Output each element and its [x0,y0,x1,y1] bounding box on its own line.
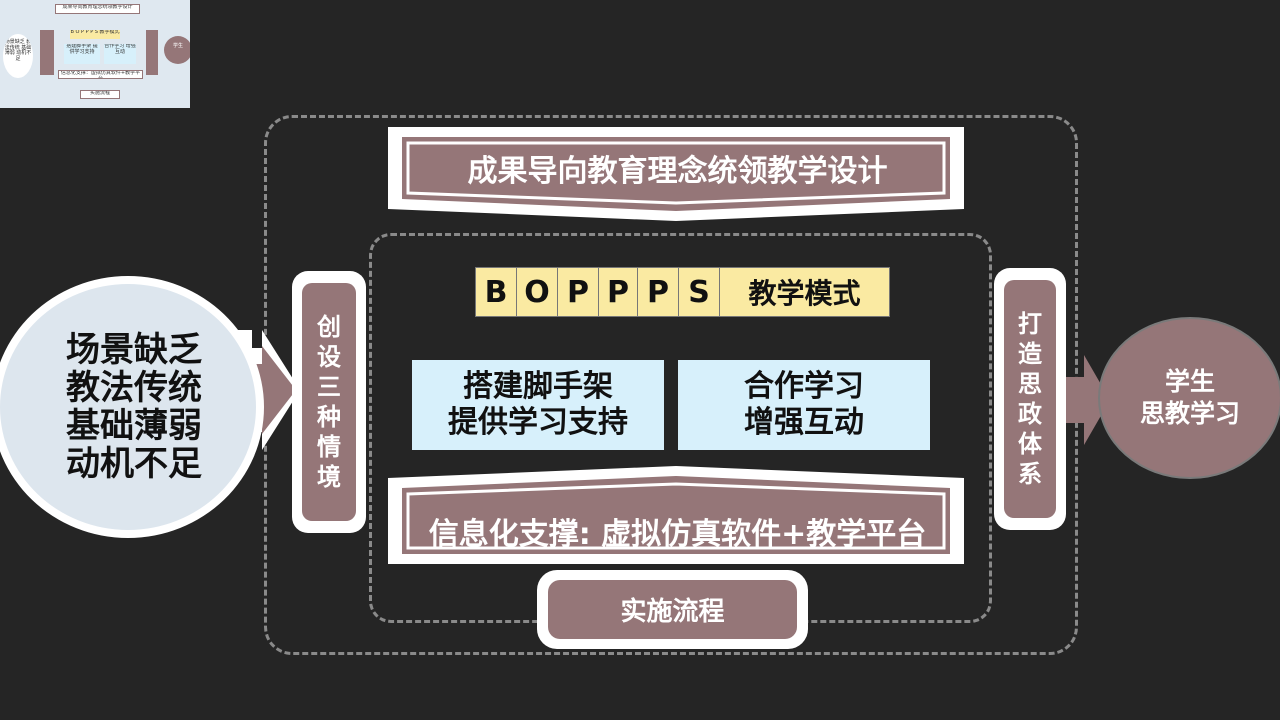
scaffold-line: 搭建脚手架 [463,369,613,404]
thumb-box-left: 搭建脚手架 提供学习支持 [64,44,100,64]
scaffold-box: 搭建脚手架 提供学习支持 [412,360,664,450]
process-label: 实施流程 [548,580,797,639]
thumb-left-pillar [40,30,54,75]
problems-text: 场景缺乏 教法传统 基础薄弱 动机不足 [66,331,202,483]
thumb-title: 成果导向教育理念统领教学设计 [55,4,140,14]
top-banner-title: 成果导向教育理念统领教学设计 [467,154,888,189]
right-pillar: 打造思政体系 [994,268,1066,530]
outcome-line: 学生 [1164,367,1215,396]
bottom-banner-shape [388,466,964,564]
thumb-box-right: 合作学习 增强互动 [104,44,136,64]
right-pillar-text: 打造思政体系 [1018,310,1042,488]
outcome-circle: 学生 思教学习 [1098,317,1280,479]
boppps-letter: O [516,267,558,317]
left-pillar: 创设三种情境 [292,271,366,533]
boppps-letter: S [678,267,720,317]
boppps-label: 教学模式 [719,267,890,317]
boppps-letter: P [637,267,679,317]
slide-thumbnail[interactable]: 成果导向教育理念统领教学设计 场景缺乏 教法传统 基础薄弱 动机不足 B O P… [0,0,190,108]
boppps-letter: P [557,267,599,317]
cooperation-line: 增强互动 [744,405,864,440]
scaffold-line: 提供学习支持 [448,405,628,440]
right-arrow-icon [1058,355,1110,445]
boppps-letter: P [598,267,638,317]
thumb-support: 信息化支撑：虚拟仿真软件+教学平台 [58,70,143,79]
top-banner-shape [388,127,964,221]
problems-circle: 场景缺乏 教法传统 基础薄弱 动机不足 [0,276,264,538]
thumb-left-circle: 场景缺乏 教法传统 基础薄弱 动机不足 [3,34,33,78]
problem-line: 动机不足 [66,444,202,484]
cooperation-line: 合作学习 [744,369,864,404]
thumb-boppps: B O P P P S 教学模式 [70,30,120,39]
problem-line: 基础薄弱 [66,406,202,446]
problem-line: 场景缺乏 [66,330,202,370]
cooperation-box: 合作学习 增强互动 [678,360,930,450]
boppps-letter: B [475,267,517,317]
bottom-banner-title: 信息化支撑: 虚拟仿真软件+教学平台 [428,517,927,552]
thumb-right-circle: 学生 [164,36,190,64]
process-box: 实施流程 [537,570,808,649]
thumb-process: 实施流程 [80,90,120,99]
problem-line: 教法传统 [66,368,202,408]
thumb-right-pillar [146,30,158,75]
outcome-line: 思教学习 [1139,399,1240,428]
left-pillar-text: 创设三种情境 [317,313,341,491]
